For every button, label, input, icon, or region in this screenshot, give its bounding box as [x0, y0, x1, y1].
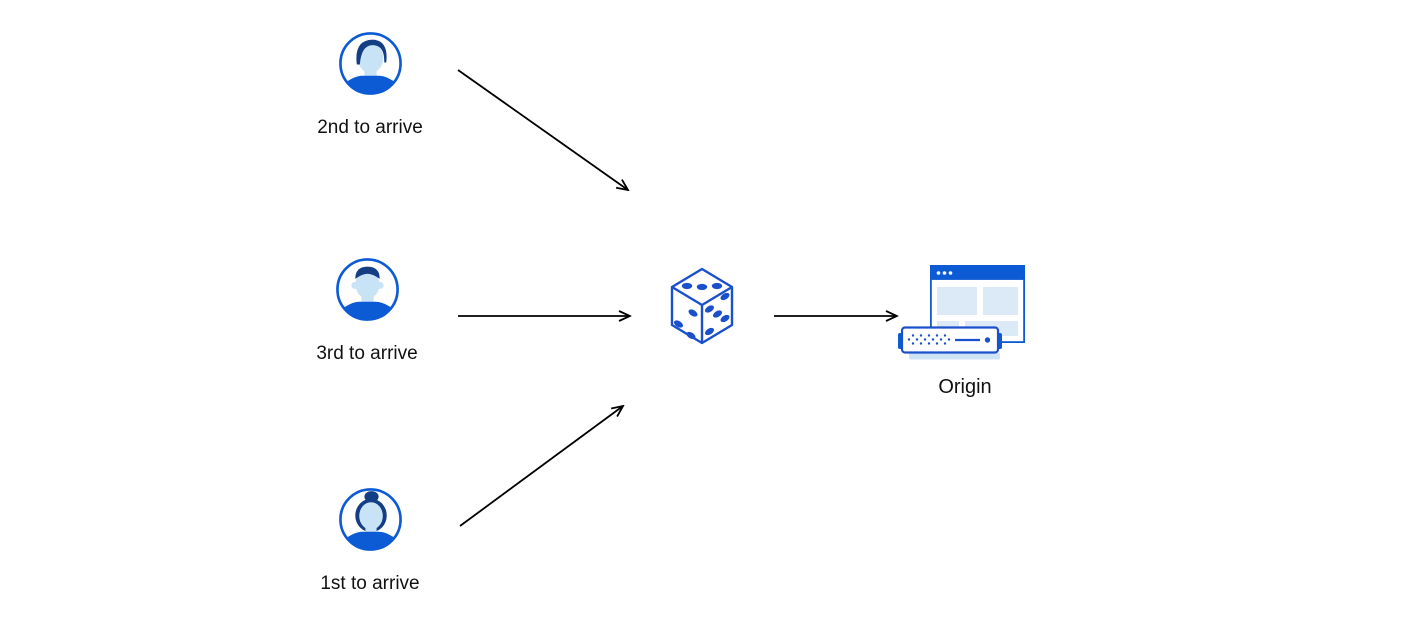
- client-label: 1st to arrive: [320, 573, 420, 594]
- client-1st-to-arrive: 1st to arrive: [295, 487, 445, 595]
- dice-cube: [670, 267, 734, 345]
- arrow-2nd-to-dice: [457, 69, 628, 190]
- server-icon: [898, 326, 1002, 360]
- client-label: 2nd to arrive: [317, 117, 423, 138]
- arrow-1st-to-dice: [459, 406, 623, 527]
- dice-icon: [666, 266, 738, 353]
- female-avatar-bun-icon: [338, 488, 402, 551]
- client-3rd-to-arrive: 3rd to arrive: [292, 257, 442, 365]
- male-avatar-swept-hair-icon: [338, 32, 402, 95]
- origin-group: Origin: [897, 265, 1033, 405]
- male-avatar-short-hair-icon: [335, 258, 399, 321]
- client-2nd-to-arrive: 2nd to arrive: [295, 31, 445, 139]
- origin-label: Origin: [938, 376, 992, 398]
- client-label: 3rd to arrive: [316, 343, 418, 364]
